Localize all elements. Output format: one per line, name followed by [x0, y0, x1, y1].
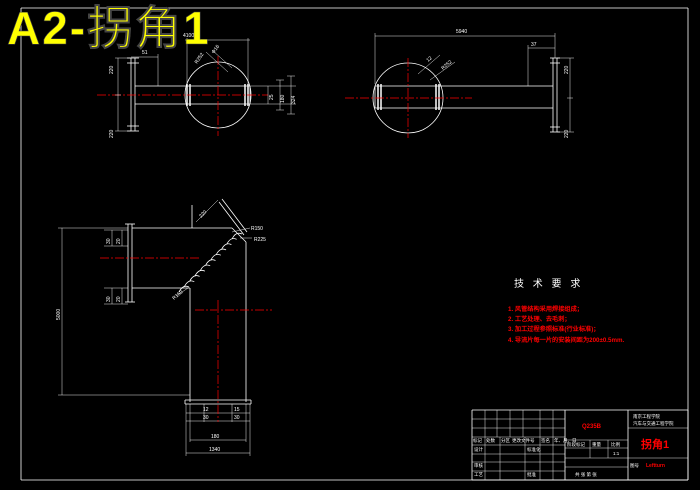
tech-requirements-heading: 技 术 要 求 — [514, 277, 583, 290]
title-block-text: 标记 处数 分区 更改文件号 签名 年、月、日 设计 标准化 审核 工艺 批准 … — [473, 413, 674, 478]
dimension-line — [195, 199, 219, 223]
guide-vane — [210, 253, 221, 261]
tb-mark: 标记 — [473, 437, 482, 444]
radius-label: R252 — [440, 59, 453, 71]
guide-vane — [231, 232, 243, 240]
dim-label: 25 — [269, 94, 275, 100]
diameter-label: Φ16 — [211, 44, 222, 55]
view-elbow-front — [58, 198, 272, 456]
tb-design: 设计 — [474, 446, 483, 453]
dimension-line — [211, 49, 233, 69]
radius-label: R252 — [194, 52, 206, 65]
dim-label: 220 — [564, 129, 570, 138]
radius-label: R150 — [171, 289, 184, 301]
height-label: 5000 — [56, 309, 62, 320]
dim-label: 220 — [109, 129, 115, 138]
tb-school: 汽车与交通工程学院 — [633, 420, 674, 427]
dim-label: 180 — [211, 434, 220, 440]
dim-label: 324 — [291, 95, 297, 104]
dimension-line — [417, 54, 441, 75]
dimension-line — [175, 287, 189, 297]
title-block — [471, 409, 689, 481]
view-top-left — [97, 38, 296, 136]
guide-vane — [199, 264, 211, 271]
guide-vane — [226, 238, 237, 245]
dimension-line — [231, 227, 251, 233]
dim-label: 220 — [109, 65, 115, 74]
leader-label: 12 — [425, 55, 433, 63]
technical-requirements: 技 术 要 求 1. 风管结构采用焊接组成； 2. 工艺处理、去毛刺； 3. 加… — [508, 277, 624, 344]
dim-label: 30 — [106, 296, 112, 302]
tech-requirement-item: 2. 工艺处理、去毛刺； — [508, 315, 571, 323]
dim-label: 20 — [116, 238, 122, 244]
tb-signature: 签名 — [541, 437, 550, 444]
tb-approval: 批准 — [527, 471, 536, 478]
dimension-line — [429, 61, 456, 81]
tb-scale-value: 1:1 — [613, 451, 620, 456]
chamfer-line — [221, 198, 248, 233]
dim-label: 4100 — [183, 33, 194, 39]
dim-label: 12 — [203, 407, 209, 413]
guide-vane — [215, 248, 227, 256]
radius-label: R150 — [251, 226, 263, 232]
tech-requirement-item: 4. 导流片每一片的安装间距为200±0.5mm. — [508, 336, 624, 344]
guide-vane — [221, 243, 232, 250]
dim-label: 1340 — [209, 447, 220, 453]
view-top-right — [345, 33, 574, 138]
guide-vane — [178, 285, 190, 293]
chamfer-line — [218, 201, 245, 236]
dim-label: 30 — [234, 415, 240, 421]
dim-label: 30 — [106, 238, 112, 244]
dim-label: 30 — [203, 415, 209, 421]
guide-vane — [189, 275, 200, 282]
dim-label: 20 — [116, 296, 122, 302]
tb-review: 审核 — [474, 462, 483, 469]
chamfer-label: 220 — [198, 209, 208, 219]
tb-process: 工艺 — [474, 472, 483, 477]
duct-outline — [231, 227, 247, 243]
tb-material: Q235B — [582, 424, 602, 430]
dim-label: 37 — [531, 42, 537, 48]
tb-standardization: 标准化 — [527, 446, 541, 453]
dim-label: 51 — [142, 50, 148, 56]
tech-requirement-item: 1. 风管结构采用焊接组成； — [508, 305, 583, 313]
tb-change-doc: 更改文件号 — [512, 437, 535, 444]
dim-label: 180 — [280, 94, 286, 103]
dim-label: 15 — [234, 407, 240, 413]
guide-vane — [194, 269, 206, 277]
tb-drawing-no-label: 图号 — [630, 463, 639, 469]
tb-count: 处数 — [486, 437, 495, 444]
top-right-view-labels: 5940 37 12 R252 220 220 — [425, 29, 570, 138]
guide-vane — [205, 259, 216, 266]
guide-vane — [183, 280, 195, 287]
drawing-title: A2-拐角1 — [7, 2, 211, 54]
tb-weight: 重量 — [592, 441, 601, 448]
tb-drawing-name: 拐角1 — [641, 437, 669, 451]
tb-date: 年、月、日 — [554, 437, 577, 444]
elbow-view-labels: 220 R150 R225 30 20 30 20 5000 R150 12 1… — [56, 209, 266, 453]
tb-school: 南京工程学院 — [633, 413, 660, 420]
tech-requirement-item: 3. 加工过程参照标准(行业标准)； — [508, 325, 599, 333]
tb-scale: 比例 — [611, 441, 620, 448]
top-left-view-labels: 51 4100 R252 Φ16 220 220 25 180 324 — [109, 33, 297, 138]
tb-stage-mark: 阶段标记 — [567, 441, 585, 448]
tb-zone: 分区 — [501, 437, 510, 444]
dim-label: 5940 — [456, 29, 467, 35]
dim-label: 220 — [564, 65, 570, 74]
dimension-line — [205, 51, 229, 73]
radius-label: R225 — [254, 237, 266, 243]
tb-sheets: 共 张 第 张 — [575, 471, 597, 478]
tb-drawing-no: Leftturn — [646, 463, 665, 469]
